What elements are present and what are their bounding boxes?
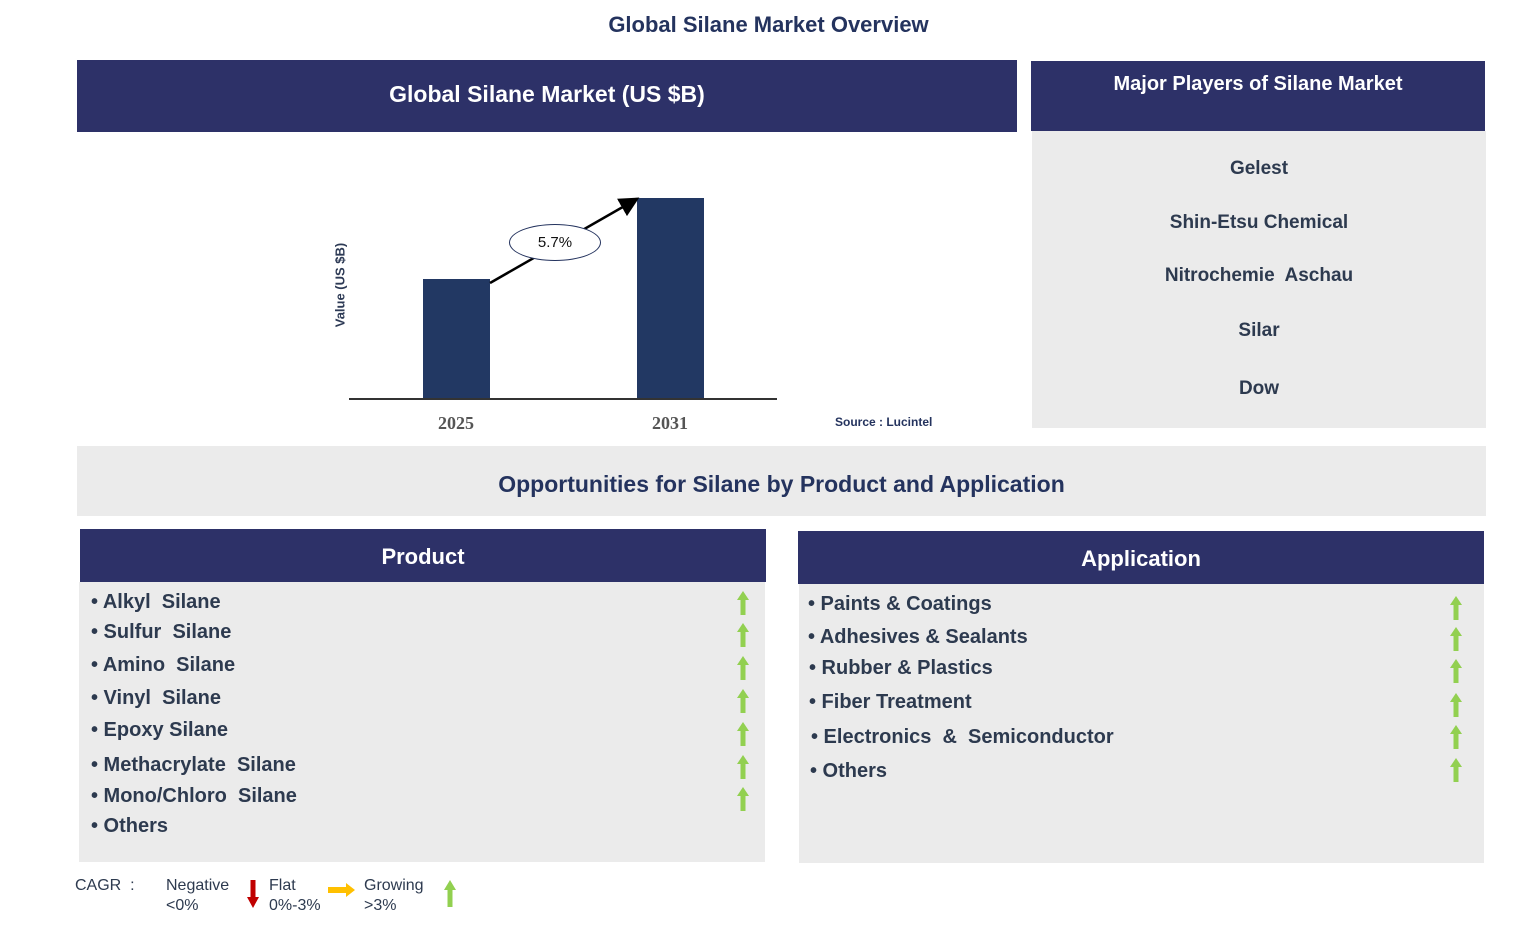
growing-arrow-icon	[1450, 725, 1462, 749]
negative-arrow-icon	[247, 880, 259, 908]
growing-arrow-icon	[1450, 659, 1462, 683]
growing-arrow-icon	[444, 880, 456, 907]
player-item: Silar	[1238, 320, 1280, 341]
product-item: • Mono/Chloro Silane	[91, 785, 297, 807]
legend-negative-range: <0%	[166, 897, 199, 914]
product-item: • Sulfur Silane	[91, 621, 232, 643]
growing-arrow-icon	[737, 722, 749, 746]
source-label: Source : Lucintel	[835, 415, 933, 429]
application-item: • Rubber & Plastics	[809, 657, 993, 679]
product-item: • Epoxy Silane	[91, 719, 229, 741]
page-title: Global Silane Market Overview	[608, 12, 929, 37]
y-axis-label: Value (US $B)	[332, 242, 348, 328]
growing-arrow-icon	[737, 623, 749, 647]
legend-growing-label: Growing	[364, 877, 424, 894]
growing-arrow-icon	[737, 689, 749, 713]
legend-negative-label: Negative	[166, 877, 230, 894]
player-item: Gelest	[1229, 158, 1289, 179]
player-item: Nitrochemie Aschau	[1164, 265, 1354, 286]
application-item: • Electronics & Semiconductor	[811, 726, 1114, 748]
opportunities-title: Opportunities for Silane by Product and …	[77, 446, 1486, 516]
application-item: • Paints & Coatings	[808, 593, 992, 615]
growing-arrow-icon	[737, 591, 749, 615]
product-item: • Vinyl Silane	[91, 687, 222, 709]
growing-arrow-icon	[737, 787, 749, 811]
application-item: • Fiber Treatment	[809, 691, 972, 713]
player-item: Shin-Etsu Chemical	[1169, 212, 1349, 233]
product-item: • Others	[91, 815, 169, 837]
growing-arrow-icon	[1450, 693, 1462, 717]
application-panel: • Paints & Coatings • Adhesives & Sealan…	[799, 584, 1484, 863]
x-axis	[349, 398, 777, 400]
legend-growing: Growing >3%	[364, 876, 424, 916]
flat-arrow-icon	[328, 883, 355, 897]
legend-title: CAGR :	[75, 877, 135, 894]
growing-arrow-icon	[737, 656, 749, 680]
growing-arrow-icon	[1450, 596, 1462, 620]
product-panel: • Alkyl Silane • Sulfur Silane • Amino S…	[79, 582, 765, 862]
application-item: • Others	[810, 760, 888, 782]
product-header: Product	[80, 529, 766, 582]
x-tick-2025: 2025	[438, 413, 474, 433]
product-item: • Amino Silane	[91, 654, 236, 676]
players-header: Major Players of Silane Market	[1031, 61, 1485, 131]
cagr-bubble: 5.7%	[509, 224, 601, 261]
market-chart-header: Global Silane Market (US $B)	[77, 60, 1017, 132]
application-header: Application	[798, 531, 1484, 584]
legend-flat-label: Flat	[269, 877, 296, 894]
bar-2025	[423, 279, 490, 399]
product-item: • Methacrylate Silane	[91, 754, 296, 776]
product-item: • Alkyl Silane	[91, 591, 221, 613]
legend-negative: Negative <0%	[166, 876, 229, 916]
x-tick-2031: 2031	[652, 413, 688, 433]
legend-flat: Flat 0%-3%	[269, 876, 321, 916]
growing-arrow-icon	[1450, 758, 1462, 782]
legend-growing-range: >3%	[364, 897, 397, 914]
legend-flat-range: 0%-3%	[269, 897, 321, 914]
application-item: • Adhesives & Sealants	[808, 626, 1028, 648]
growing-arrow-icon	[737, 755, 749, 779]
players-list: Gelest Shin-Etsu Chemical Nitrochemie As…	[1032, 131, 1486, 428]
growing-arrow-icon	[1450, 627, 1462, 651]
player-item: Dow	[1238, 378, 1280, 399]
bar-2031	[637, 198, 704, 399]
